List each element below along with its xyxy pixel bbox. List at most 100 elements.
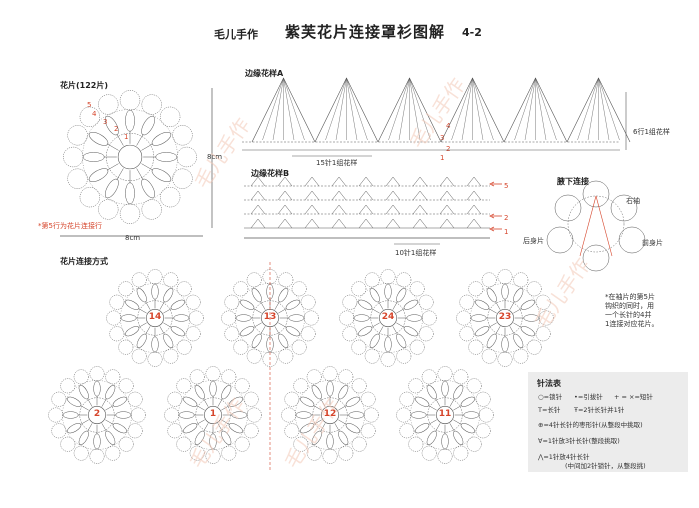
- motif-number: 11: [438, 409, 452, 419]
- edging-a-stitch: [524, 77, 536, 141]
- motif-row-marker: 3: [103, 118, 108, 126]
- joined-motif: [281, 366, 379, 464]
- edging-b-fan: [331, 190, 347, 201]
- motif-chart: [63, 90, 197, 224]
- edging-a-repeat-label: 15针1组花样: [316, 159, 358, 167]
- edging-b-fan: [304, 176, 320, 187]
- legend-item: (中间加2针锁针，从整段挑): [565, 462, 646, 470]
- underarm-motif: [618, 226, 646, 254]
- edging-a-row-label: 6行1组花样: [633, 128, 670, 136]
- motif-number: 13: [263, 312, 277, 322]
- edging-b-fan: [304, 204, 320, 215]
- joined-motif: [164, 366, 262, 464]
- underarm-note-line: *在袖片的第5片: [605, 293, 655, 301]
- edging-b-fan: [412, 218, 428, 229]
- underarm-join-line: [595, 195, 613, 257]
- motif-number: 23: [498, 312, 512, 322]
- motif-label: 花片(122片): [60, 81, 109, 90]
- motif-number: 2: [93, 409, 101, 419]
- underarm-sleeve-label: 右袖: [626, 197, 640, 205]
- edging-b-fan: [439, 218, 455, 229]
- underarm-motif: [546, 226, 574, 254]
- underarm-motif: [610, 194, 638, 222]
- joined-motif: [106, 269, 204, 367]
- edging-b-fan: [385, 190, 401, 201]
- legend-item: Ŧ=2针长针并1针: [574, 406, 625, 414]
- edging-b-fan: [358, 218, 374, 229]
- edging-b-fan: [331, 176, 347, 187]
- edging-b-repeat-label: 10针1组花样: [395, 249, 437, 257]
- stitch-legend: [528, 372, 688, 472]
- legend-item: T=长针: [538, 406, 561, 414]
- legend-item: ⋀=1针放4针长针: [538, 453, 590, 461]
- edging-b-fan: [331, 218, 347, 229]
- motif-note: *第5行为花片连接行: [38, 222, 102, 230]
- edging-a-stitch: [283, 77, 295, 141]
- joined-motif: [396, 366, 494, 464]
- edging-b-fan: [358, 190, 374, 201]
- edging-a-stitch: [598, 77, 620, 141]
- joined-motif: [339, 269, 437, 367]
- edging-a-stitch: [577, 77, 599, 141]
- motif-height-label: 8cm: [207, 153, 223, 161]
- edging-b-fan: [250, 190, 266, 201]
- edging-a-stitch: [535, 77, 557, 141]
- joined-motif: [456, 269, 554, 367]
- edging-b-fan: [412, 176, 428, 187]
- legend-title: 针法表: [537, 379, 561, 388]
- edging-a-stitch: [587, 77, 599, 141]
- edging-a-stitch: [398, 77, 410, 141]
- edging-a-stitch: [472, 77, 494, 141]
- edging-b-fan: [304, 218, 320, 229]
- motif-number: 24: [381, 312, 395, 322]
- edging-b-fan: [466, 218, 482, 229]
- underarm-note-line: 钩织的同时，用: [605, 302, 654, 310]
- underarm-note-line: 1连接对应花片。: [605, 320, 659, 328]
- edging-b-row-arrow-head: [489, 213, 495, 219]
- underarm-join-line: [579, 195, 597, 257]
- edging-b-fan: [277, 204, 293, 215]
- motif-row-marker: 5: [87, 101, 92, 109]
- underarm-motif: [567, 195, 625, 253]
- edging-b-fan: [385, 218, 401, 229]
- edging-b-row-marker: 5: [504, 182, 509, 190]
- edging-b-fan: [331, 204, 347, 215]
- motif-number: 14: [148, 312, 162, 322]
- motif-number: 1: [209, 409, 217, 419]
- edging-b-fan: [277, 176, 293, 187]
- joined-motif: [48, 366, 146, 464]
- watermark: 毛儿手作: [529, 254, 595, 333]
- watermark: 毛儿手作: [404, 74, 470, 153]
- edging-b-fan: [466, 176, 482, 187]
- edging-a-stitch: [325, 77, 347, 141]
- edging-b-fan: [439, 176, 455, 187]
- edging-b-fan: [385, 204, 401, 215]
- edging-a-stitch: [346, 77, 358, 141]
- edging-b-label: 边缘花样B: [251, 169, 290, 178]
- motif-row-marker: 2: [114, 125, 119, 133]
- underarm-note: *在袖片的第5片 钩织的同时，用 一个长针的4并 1连接对应花片。: [605, 293, 658, 329]
- edging-a-stitch: [388, 77, 410, 141]
- underarm-front-label: 前身片: [642, 239, 663, 247]
- edging-b-fan: [466, 204, 482, 215]
- edging-a-row-marker: 1: [440, 154, 445, 162]
- motif-row-marker: 1: [124, 133, 129, 141]
- edging-a-row-marker: 4: [446, 122, 451, 130]
- edging-b-fan: [304, 190, 320, 201]
- edging-a-stitch: [409, 77, 421, 141]
- edging-a-stitch: [262, 77, 284, 141]
- edging-b-fan: [385, 176, 401, 187]
- underarm-label: 腋下连接: [557, 177, 589, 186]
- edging-b-fan: [250, 204, 266, 215]
- underarm-note-line: 一个长针的4并: [605, 311, 652, 319]
- motif-number: 12: [323, 409, 337, 419]
- edging-b-fan: [250, 176, 266, 187]
- underarm-motif: [582, 244, 610, 272]
- edging-b-fan: [358, 176, 374, 187]
- edging-b-fan: [277, 190, 293, 201]
- edging-a-stitch: [409, 77, 431, 141]
- edging-a-stitch: [598, 77, 610, 141]
- motif-width-label: 8cm: [125, 234, 141, 242]
- edging-b-fan: [466, 190, 482, 201]
